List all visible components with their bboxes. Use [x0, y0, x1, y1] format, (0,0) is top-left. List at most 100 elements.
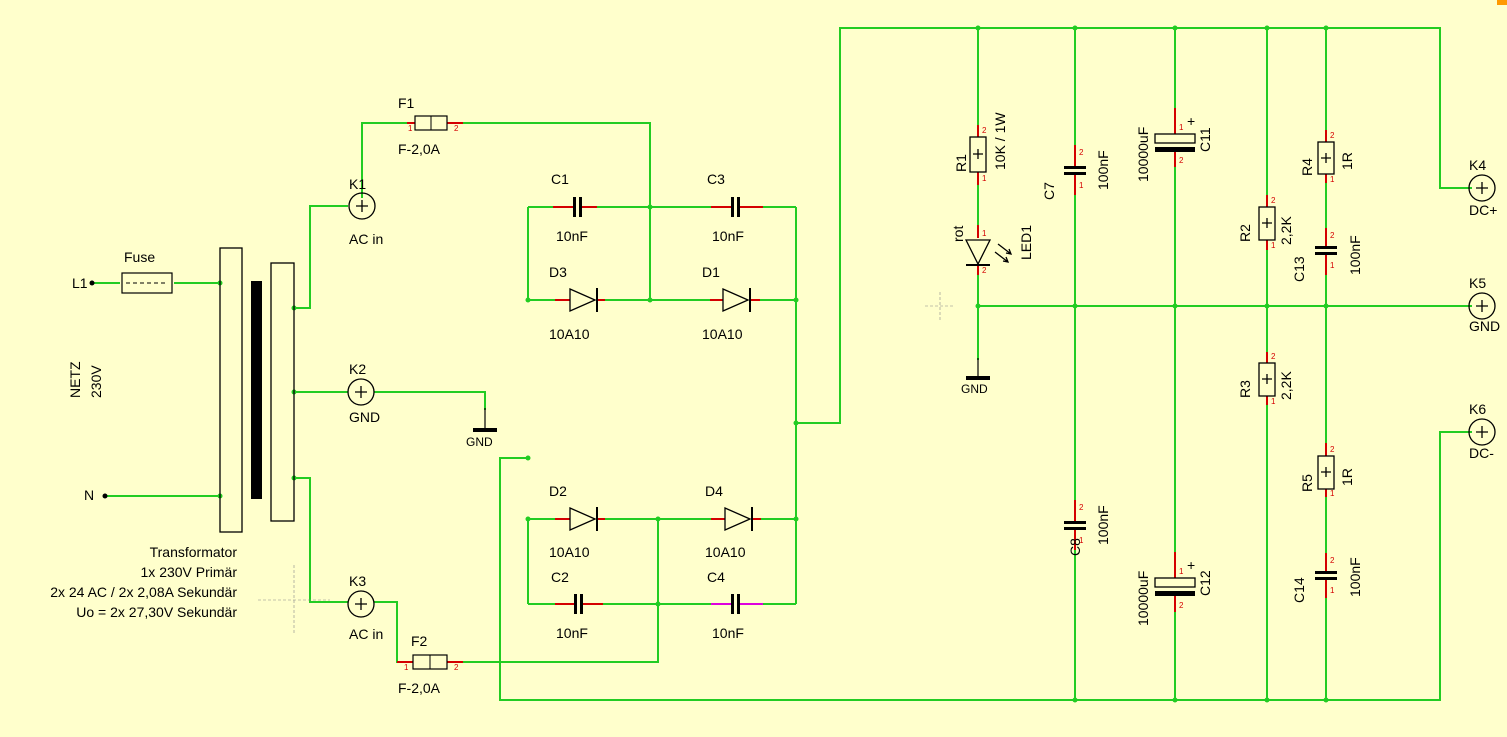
svg-text:2: 2 — [1271, 352, 1276, 361]
gnd-symbol-right: GND — [961, 358, 990, 396]
svg-text:C4: C4 — [707, 569, 725, 585]
svg-text:F-2,0A: F-2,0A — [398, 141, 441, 157]
svg-text:C7: C7 — [1041, 182, 1057, 200]
svg-text:LED1: LED1 — [1018, 225, 1034, 260]
transformer-secondary: 2x 24 AC / 2x 2,08A Sekundär — [50, 584, 237, 600]
svg-text:R1: R1 — [953, 154, 969, 172]
capacitor-c7: 2 1 C7 100nF — [1041, 145, 1111, 200]
svg-text:2: 2 — [982, 266, 987, 275]
diode-d3: D3 10A10 — [549, 264, 605, 342]
resistor-r1: 2 1 R1 10K / 1W — [953, 112, 1008, 185]
svg-text:2: 2 — [1330, 231, 1335, 240]
svg-text:R4: R4 — [1299, 158, 1315, 176]
junction-dots — [217, 25, 1329, 703]
svg-text:C3: C3 — [707, 171, 725, 187]
wires — [92, 27, 1472, 701]
corner-marker — [1497, 0, 1507, 5]
mains-fuse-label: Fuse — [124, 249, 155, 265]
svg-text:GND: GND — [466, 435, 493, 449]
resistor-r5: 2 1 R5 1R — [1299, 443, 1355, 498]
svg-text:10A10: 10A10 — [549, 326, 590, 342]
svg-text:10A10: 10A10 — [705, 544, 746, 560]
svg-text:2: 2 — [1179, 601, 1184, 610]
svg-text:GND: GND — [349, 409, 380, 425]
svg-text:10000uF: 10000uF — [1135, 571, 1151, 626]
svg-text:100nF: 100nF — [1095, 505, 1111, 545]
n-terminal — [102, 493, 108, 499]
netz-voltage-label: 230V — [88, 365, 104, 398]
svg-text:AC in: AC in — [349, 626, 383, 642]
svg-text:F1: F1 — [398, 95, 415, 111]
transformer-primary: 1x 230V Primär — [141, 564, 238, 580]
fuse-f1: 1 2 F1 F-2,0A — [398, 95, 463, 157]
fuse-f2: 1 2 F2 F-2,0A — [397, 633, 463, 696]
diode-d2: D2 10A10 — [549, 483, 605, 560]
svg-text:C1: C1 — [551, 171, 569, 187]
svg-text:1: 1 — [982, 174, 987, 183]
netz-label: NETZ — [67, 361, 83, 398]
svg-text:2: 2 — [1330, 445, 1335, 454]
svg-text:1: 1 — [1330, 175, 1335, 184]
connector-k6: K6 DC- — [1468, 401, 1496, 461]
svg-text:10K / 1W: 10K / 1W — [992, 112, 1008, 170]
svg-text:1: 1 — [1330, 489, 1335, 498]
resistor-r4: 2 1 R4 1R — [1299, 130, 1355, 184]
capacitor-c12: 1 2 + 10000uF C12 — [1135, 552, 1213, 626]
svg-text:D3: D3 — [549, 264, 567, 280]
svg-text:2: 2 — [1271, 196, 1276, 205]
svg-text:+: + — [1187, 557, 1195, 573]
svg-text:D4: D4 — [705, 483, 723, 499]
n-label: N — [84, 487, 94, 503]
svg-text:1: 1 — [1330, 261, 1335, 270]
svg-text:2: 2 — [1179, 156, 1184, 165]
svg-text:1R: 1R — [1339, 468, 1355, 486]
transformer: Transformator 1x 230V Primär 2x 24 AC / … — [50, 247, 295, 620]
svg-text:2: 2 — [1330, 556, 1335, 565]
svg-text:K4: K4 — [1469, 157, 1486, 173]
transformer-open-voltage: Uo = 2x 27,30V Sekundär — [76, 604, 237, 620]
svg-text:1: 1 — [1079, 536, 1084, 545]
resistor-r3: 2 1 R3 2,2K — [1237, 352, 1294, 406]
svg-text:1R: 1R — [1339, 152, 1355, 170]
l1-terminal — [89, 280, 95, 286]
svg-text:GND: GND — [1469, 318, 1500, 334]
svg-text:+: + — [1187, 113, 1195, 129]
capacitor-c4: C4 10nF — [707, 569, 763, 641]
svg-text:C14: C14 — [1291, 577, 1307, 603]
svg-text:1: 1 — [1179, 567, 1184, 576]
svg-text:DC+: DC+ — [1469, 202, 1497, 218]
svg-text:C13: C13 — [1291, 256, 1307, 282]
svg-text:R5: R5 — [1299, 474, 1315, 492]
capacitor-c3: C3 10nF — [707, 171, 763, 244]
connector-k5: K5 GND — [1468, 275, 1500, 334]
svg-text:C12: C12 — [1197, 570, 1213, 596]
svg-text:C8: C8 — [1067, 538, 1083, 556]
svg-text:2: 2 — [982, 126, 987, 135]
svg-text:R3: R3 — [1237, 380, 1253, 398]
led-led1: 1 2 rot LED1 — [950, 225, 1034, 275]
svg-text:C2: C2 — [551, 569, 569, 585]
svg-text:D1: D1 — [702, 264, 720, 280]
capacitor-c2: C2 10nF — [551, 569, 603, 641]
mains-input: L1 N Fuse NETZ 230V — [67, 249, 173, 503]
svg-text:K6: K6 — [1469, 401, 1486, 417]
svg-text:2,2K: 2,2K — [1278, 371, 1294, 400]
svg-text:1: 1 — [404, 663, 409, 672]
svg-text:1: 1 — [408, 124, 413, 133]
svg-text:F2: F2 — [411, 633, 428, 649]
capacitor-c1: C1 10nF — [551, 171, 597, 244]
svg-text:100nF: 100nF — [1095, 150, 1111, 190]
svg-text:2: 2 — [454, 663, 459, 672]
svg-text:1: 1 — [982, 229, 987, 238]
capacitor-c11: 1 2 + 10000uF C11 — [1135, 108, 1213, 182]
svg-text:1: 1 — [1271, 241, 1276, 250]
svg-text:10000uF: 10000uF — [1135, 127, 1151, 182]
capacitor-c14: 2 1 C14 100nF — [1291, 553, 1363, 603]
svg-text:2: 2 — [1330, 131, 1335, 140]
svg-text:2: 2 — [1079, 148, 1084, 157]
svg-text:1: 1 — [1330, 586, 1335, 595]
transformer-title: Transformator — [150, 544, 238, 560]
svg-text:D2: D2 — [549, 483, 567, 499]
